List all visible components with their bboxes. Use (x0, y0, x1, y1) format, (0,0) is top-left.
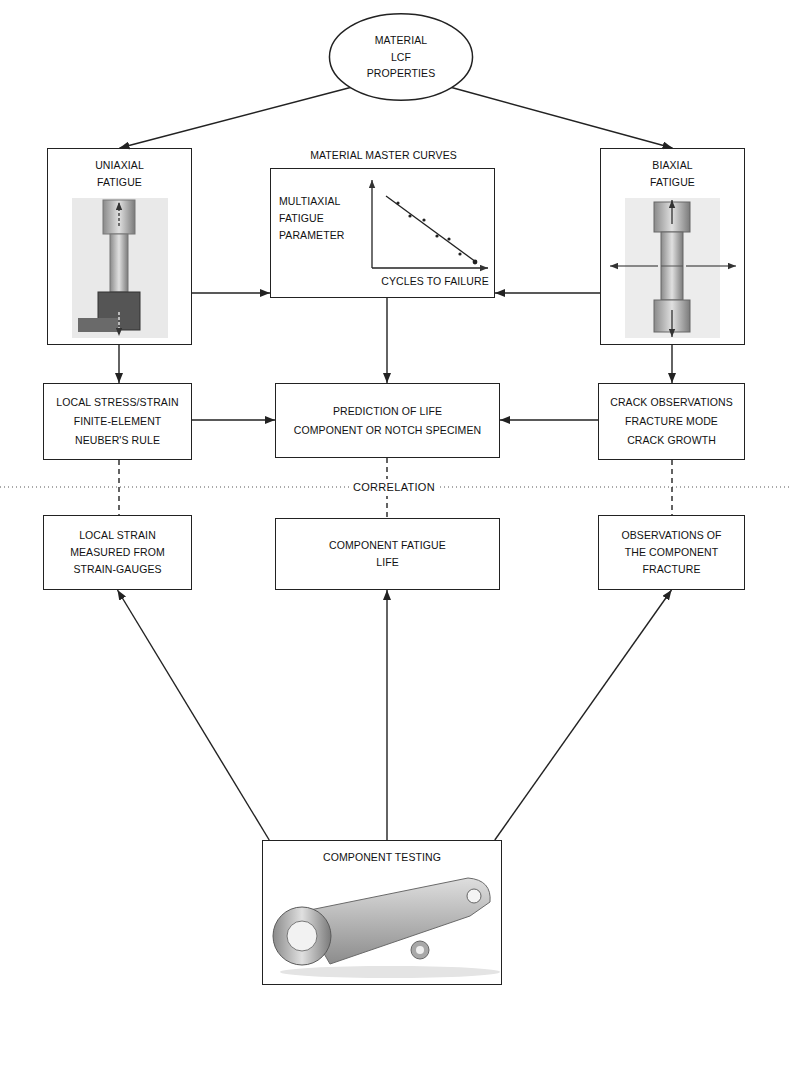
dashed-connector (118, 460, 119, 515)
box-text: CRACK OBSERVATIONS (610, 394, 733, 411)
box-text: PREDICTION OF LIFE (333, 403, 442, 420)
axis-label: CYCLES TO FAILURE (377, 273, 493, 290)
uniaxial-specimen (72, 198, 168, 338)
process-box: BIAXIAL FATIGUE (600, 148, 745, 345)
box-text: LOCAL STRAIN MEASURED FROM STRAIN-GAUGES (63, 527, 173, 577)
arrow-connector (386, 590, 387, 840)
box-text: UNIAXIAL FATIGUE (85, 157, 155, 191)
box-content: CRACK OBSERVATIONS FRACTURE MODE CRACK GRO… (599, 384, 744, 459)
box-content: BIAXIAL FATIGUE (601, 149, 744, 344)
box-text: OBSERVATIONS OF THE COMPONENT FRACTURE (614, 527, 729, 577)
box-content: LOCAL STRESS/STRAIN FINITE-ELEMENT NEUBER'… (44, 384, 191, 459)
process-box: LOCAL STRAIN MEASURED FROM STRAIN-GAUGES (43, 515, 192, 590)
process-box: COMPONENT FATIGUE LIFE (275, 518, 500, 590)
master-curve-chart (372, 180, 488, 268)
arrow-connector (192, 292, 270, 293)
arrow-connector (120, 88, 351, 149)
box-content: OBSERVATIONS OF THE COMPONENT FRACTURE (599, 516, 744, 589)
arrow-connector (386, 298, 387, 383)
box-content: UNIAXIAL FATIGUE (48, 149, 191, 344)
arrow-connector (671, 345, 672, 383)
box-text: CRACK GROWTH (627, 432, 716, 449)
box-text: COMPONENT FATIGUE LIFE (323, 537, 453, 571)
box-text: COMPONENT TESTING (323, 849, 441, 866)
box-text: MATERIAL LCF PROPERTIES (365, 32, 437, 82)
arrow-connector (118, 590, 270, 840)
process-box: MATERIAL MASTER CURVESMULTIAXIAL FATIGUE… (270, 168, 495, 298)
arrow-connector (192, 419, 275, 420)
box-content: PREDICTION OF LIFE COMPONENT OR NOTCH SPE… (276, 384, 499, 457)
process-box: COMPONENT TESTING (262, 840, 502, 985)
process-box: CRACK OBSERVATIONS FRACTURE MODE CRACK GRO… (598, 383, 745, 460)
rocker-arm-component (273, 878, 500, 978)
process-box: PREDICTION OF LIFE COMPONENT OR NOTCH SPE… (275, 383, 500, 458)
box-heading: MATERIAL MASTER CURVES (271, 147, 496, 164)
arrow-connector (118, 345, 119, 383)
box-text: COMPONENT OR NOTCH SPECIMEN (294, 422, 481, 439)
source-ellipse: MATERIAL LCF PROPERTIES (328, 12, 474, 102)
section-label: CORRELATION (350, 479, 438, 496)
arrow-connector (495, 590, 672, 840)
dashed-connector (671, 460, 672, 515)
axis-label: MULTIAXIAL FATIGUE PARAMETER (279, 193, 363, 243)
box-content: COMPONENT FATIGUE LIFE (276, 519, 499, 589)
arrow-connector (452, 88, 673, 149)
box-content: MATERIAL LCF PROPERTIES (328, 12, 474, 102)
biaxial-specimen (610, 198, 736, 338)
process-box: UNIAXIAL FATIGUE (47, 148, 192, 345)
process-box: LOCAL STRESS/STRAIN FINITE-ELEMENT NEUBER'… (43, 383, 192, 460)
arrow-connector (495, 292, 600, 293)
box-text: LOCAL STRESS/STRAIN (56, 394, 178, 411)
box-text: NEUBER'S RULE (75, 432, 160, 449)
box-text: BIAXIAL FATIGUE (638, 157, 708, 191)
box-content: COMPONENT TESTING (263, 841, 501, 984)
box-content: LOCAL STRAIN MEASURED FROM STRAIN-GAUGES (44, 516, 191, 589)
box-text: FINITE-ELEMENT (74, 413, 162, 430)
box-text: FRACTURE MODE (625, 413, 718, 430)
process-box: OBSERVATIONS OF THE COMPONENT FRACTURE (598, 515, 745, 590)
arrow-connector (500, 419, 598, 420)
